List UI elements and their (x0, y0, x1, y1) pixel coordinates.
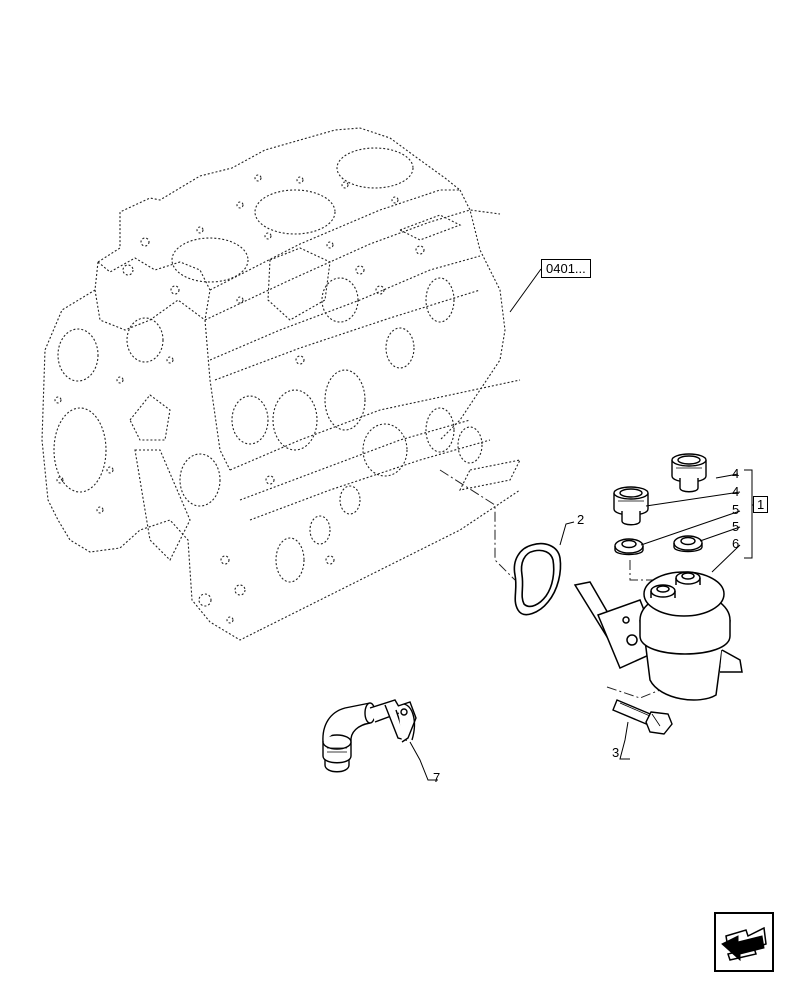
fuel-feed-pump (573, 571, 743, 701)
callout-6: 6 (732, 536, 740, 551)
callout-4-lower: 4 (732, 484, 740, 499)
leader-c2 (559, 521, 575, 546)
gasket (513, 542, 562, 616)
seal-washer-right (673, 535, 703, 553)
alignment-line-seal (629, 560, 660, 581)
leader-reference (509, 268, 542, 313)
callout-5-lower: 5 (732, 519, 740, 534)
kit-bracket (744, 469, 755, 559)
connector-fitting-upper (671, 453, 707, 493)
leader-c6 (711, 544, 741, 573)
connector-fitting-lower (613, 486, 649, 526)
leader-c5b (699, 526, 741, 542)
mounting-bolt (612, 699, 673, 735)
alignment-line-gasket (439, 469, 516, 581)
callout-7: 7 (433, 770, 441, 785)
callout-2: 2 (577, 512, 585, 527)
seal-washer-left (614, 538, 644, 556)
leader-c5a (640, 510, 741, 546)
callout-3: 3 (612, 745, 620, 760)
leader-c4a (715, 473, 739, 479)
elbow-fitting (322, 699, 417, 773)
callout-4-upper: 4 (732, 466, 740, 481)
reference-label: 0401... (541, 259, 591, 278)
engine-block-phantom (41, 127, 521, 641)
leader-c7 (409, 741, 438, 781)
arrow-navigation-icon (721, 926, 767, 962)
leader-c3 (619, 721, 630, 760)
kit-label: 1 (753, 496, 769, 513)
callout-5-upper: 5 (732, 502, 740, 517)
next-page-button[interactable] (714, 912, 774, 972)
leader-c4b (645, 491, 741, 507)
